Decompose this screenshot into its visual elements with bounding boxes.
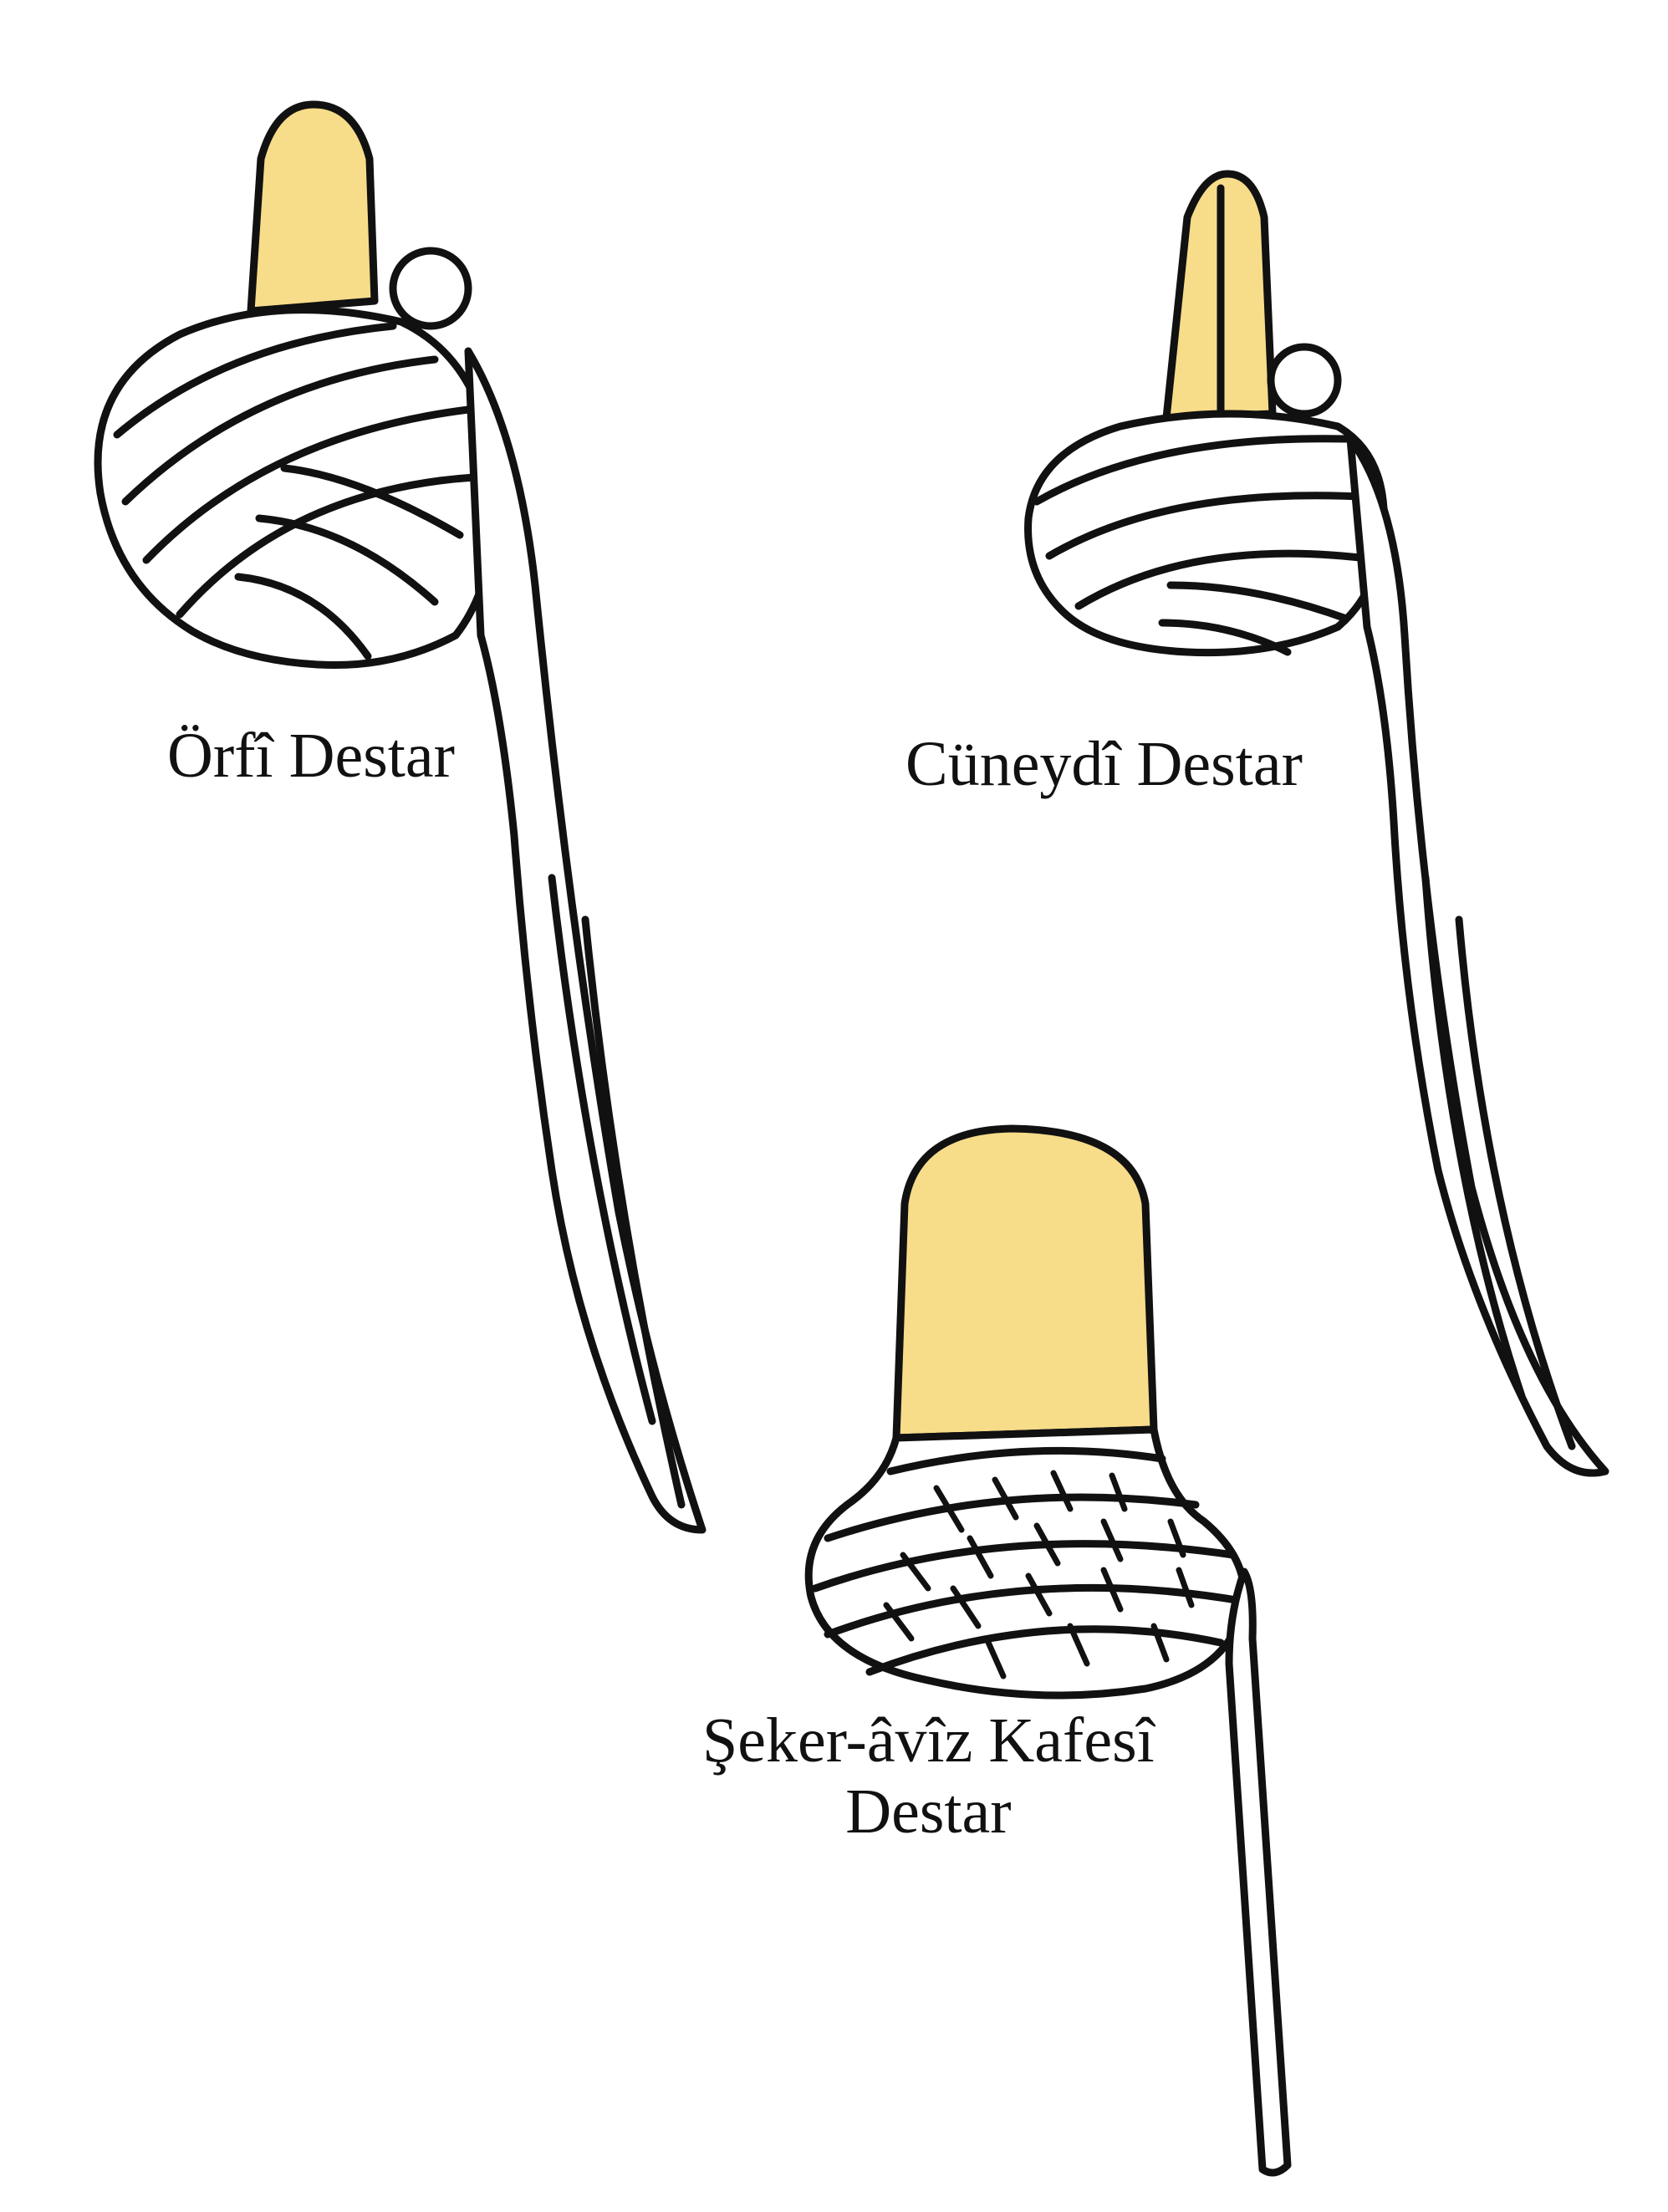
orfi-wrap-4 bbox=[176, 472, 493, 619]
seker-wrap-4 bbox=[824, 1583, 1246, 1639]
orfi-wrap-1 bbox=[113, 322, 397, 439]
seker-wrap-1 bbox=[886, 1446, 1166, 1476]
seker-cap bbox=[892, 1124, 1158, 1442]
seker-aviz-destar-caption: Şeker-âvîz Kafesî Destar bbox=[702, 1705, 1155, 1848]
orfi-tail bbox=[464, 347, 706, 1534]
cuneydi-turban-body bbox=[1024, 410, 1388, 657]
orfi-destar-figure bbox=[94, 100, 706, 1534]
seker-aviz-caption-line-1: Şeker-âvîz Kafesî bbox=[702, 1705, 1155, 1776]
cuneydi-destar-caption: Cüneydî Destar bbox=[905, 729, 1303, 799]
seker-wrap-5 bbox=[865, 1625, 1225, 1676]
seker-turban-body bbox=[804, 1425, 1248, 1700]
orfi-destar-caption: Örfî Destar bbox=[167, 721, 455, 791]
orfi-tail-fold-2 bbox=[581, 915, 686, 1509]
cuneydi-inner-2 bbox=[1158, 619, 1292, 656]
cuneydi-knob bbox=[1267, 343, 1342, 418]
cuneydi-wrap-3 bbox=[1074, 549, 1384, 610]
seker-aviz-caption-line-2: Destar bbox=[845, 1776, 1012, 1848]
seker-aviz-destar-figure bbox=[804, 1124, 1292, 2177]
orfi-tail-fold-1 bbox=[548, 874, 656, 1425]
seker-tail bbox=[1225, 1567, 1292, 2177]
seker-lattice-hatching bbox=[883, 1470, 1195, 1679]
orfi-cap bbox=[247, 100, 379, 315]
seker-wrap-3 bbox=[811, 1540, 1237, 1593]
cuneydi-destar-figure bbox=[1024, 170, 1609, 1477]
orfi-inner-2 bbox=[255, 514, 439, 606]
orfi-inner-3 bbox=[234, 573, 372, 660]
cuneydi-tail-fold-1 bbox=[1421, 874, 1526, 1400]
cuneydi-tail bbox=[1346, 435, 1609, 1477]
orfi-wrap-3 bbox=[142, 405, 472, 564]
cuneydi-tail-fold-2 bbox=[1455, 915, 1576, 1450]
cuneydi-wrap-1 bbox=[1033, 435, 1350, 506]
orfi-wrap-2 bbox=[121, 355, 439, 506]
cuneydi-wrap-2 bbox=[1045, 492, 1380, 560]
orfi-inner-1 bbox=[280, 464, 464, 539]
orfi-knob bbox=[389, 247, 472, 330]
orfi-turban-body bbox=[94, 306, 499, 670]
cuneydi-inner-1 bbox=[1166, 581, 1350, 623]
